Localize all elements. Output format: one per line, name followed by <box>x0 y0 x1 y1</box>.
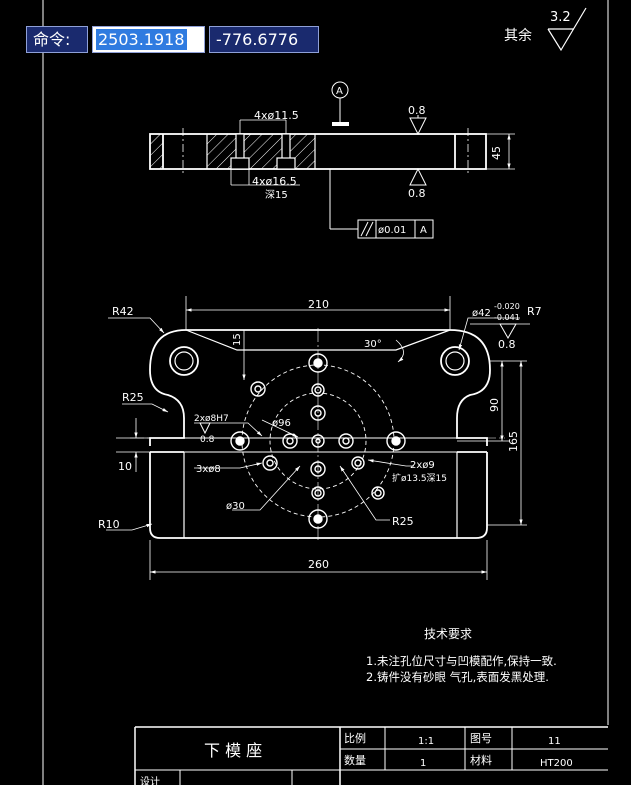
dim90-label: 90 <box>488 398 501 412</box>
plan-roughness-label: 0.8 <box>498 338 516 351</box>
drawing-no-value: 11 <box>548 736 561 747</box>
counterbore-label: 扩ø13.5深15 <box>392 472 447 484</box>
material-value: HT200 <box>540 758 573 769</box>
qty-value: 1 <box>420 758 426 769</box>
material-label: 材料 <box>470 753 492 767</box>
plan-view <box>106 296 530 580</box>
x-coordinate-input[interactable]: 2503.1918 <box>92 26 205 53</box>
tech-item-2: 2.铸件没有砂眼 气孔,表面发黑处理. <box>366 670 549 684</box>
tol-upper-label: -0.020 <box>494 302 520 311</box>
width-top-label: 210 <box>308 298 329 311</box>
hole-bottom-label: 4xø16.5 <box>252 175 297 188</box>
drawing-frame <box>42 0 609 785</box>
r25-left-label: R25 <box>122 391 144 404</box>
h7-roughness-label: 0.8 <box>200 435 215 445</box>
command-bar: 命令: 2503.1918 -776.6776 <box>26 26 319 53</box>
h7-label: 2xø8H7 <box>194 414 229 424</box>
dim15-label: 15 <box>232 333 243 346</box>
title-block <box>134 726 608 785</box>
datum-label: A <box>336 86 343 97</box>
section-view <box>149 81 515 239</box>
dim10-label: 10 <box>118 460 132 473</box>
roughness-note: 其余 3.2 <box>504 7 587 52</box>
qty-label: 数量 <box>344 754 366 767</box>
section-view-labels: 4xø11.5 4xø16.5 深15 45 0.8 0.8 A ø0.01 A <box>252 86 503 236</box>
d30-label: ø30 <box>226 501 245 512</box>
tech-requirements: 技术要求 1.未注孔位尺寸与凹模配作,保持一致. 2.铸件没有砂眼 气孔,表面发… <box>366 627 557 684</box>
holes-2x-label: 2xø9 <box>410 460 435 471</box>
tech-title: 技术要求 <box>424 627 472 641</box>
roughness-prefix: 其余 <box>504 27 532 44</box>
height-label: 45 <box>490 146 503 160</box>
scale-value: 1:1 <box>418 736 434 747</box>
pin-hole-label: ø42 <box>472 308 491 319</box>
dim165-label: 165 <box>507 431 520 452</box>
roughness-top-label: 0.8 <box>408 104 426 117</box>
tolerance-datum: A <box>420 225 427 236</box>
part-name: 下 模 座 <box>204 741 262 760</box>
drawing-no-label: 图号 <box>470 732 492 745</box>
r7-label: R7 <box>527 305 542 318</box>
d96-label: ø96 <box>272 418 291 429</box>
plan-view-labels: 210 260 R42 R25 R25 R10 R7 ø42 -0.020 -0… <box>98 298 542 571</box>
r25-right-label: R25 <box>392 515 414 528</box>
designer-label: 设计 <box>140 775 160 785</box>
roughness-value: 3.2 <box>550 10 571 25</box>
tech-item-1: 1.未注孔位尺寸与凹模配作,保持一致. <box>366 654 557 668</box>
y-coordinate-input[interactable]: -776.6776 <box>209 26 319 53</box>
r10-label: R10 <box>98 518 120 531</box>
roughness-bottom-label: 0.8 <box>408 187 426 200</box>
depth-label: 深15 <box>265 189 288 201</box>
holes-3x-label: 3xø8 <box>196 464 221 475</box>
title-block-labels: 下 模 座 比例 1:1 图号 11 数量 1 材料 HT200 设计 <box>140 731 573 785</box>
hole-top-label: 4xø11.5 <box>254 109 299 122</box>
command-label: 命令: <box>26 26 88 53</box>
r42-label: R42 <box>112 305 134 318</box>
x-coordinate-value[interactable]: 2503.1918 <box>96 29 187 50</box>
width-bottom-label: 260 <box>308 558 329 571</box>
tolerance-value: ø0.01 <box>378 225 406 236</box>
angle-label: 30° <box>364 339 382 350</box>
roughness-icon <box>547 7 587 52</box>
tol-lower-label: -0.041 <box>494 313 520 322</box>
scale-label: 比例 <box>344 731 366 745</box>
